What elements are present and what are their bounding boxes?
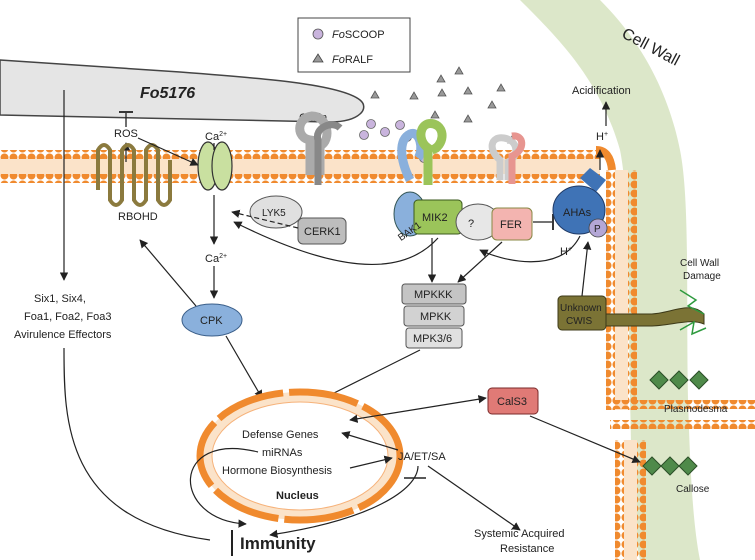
h-top-label: H+ (596, 131, 608, 143)
cpk-label: CPK (200, 315, 223, 327)
sar-line-1: Systemic Acquired (474, 528, 564, 540)
sar-line-2: Resistance (500, 543, 554, 555)
defense-genes-label: Defense Genes (242, 429, 319, 441)
cwis-line-1: Unknown (560, 303, 602, 314)
ja-et-sa-label: JA/ET/SA (398, 451, 446, 463)
rbohd-label: RBOHD (118, 211, 158, 223)
acidification-label: Acidification (572, 85, 631, 97)
unknown-cwis (557, 295, 705, 331)
nucleus-label: Nucleus (276, 490, 319, 502)
immunity-label: Immunity (240, 534, 316, 553)
svg-text:FoRALF: FoRALF (332, 54, 373, 66)
pathogen-hypha (0, 59, 365, 123)
fer-receptor (455, 132, 533, 241)
cals3-box (487, 387, 539, 415)
plasma-membrane (0, 146, 755, 560)
question-label: ? (468, 218, 474, 230)
cell-wall-damage-mark (679, 289, 707, 336)
effectors-line-3: Avirulence Effectors (14, 329, 112, 341)
ahas-label: AHAs (563, 207, 592, 219)
mirnas-label: miRNAs (262, 447, 303, 459)
cpk-enzyme (181, 303, 243, 337)
mik2-to-ca-arrow (233, 221, 439, 266)
phospho-badge (588, 218, 608, 238)
ca-bottom-label: Ca2+ (205, 253, 227, 265)
scoop-legend-icon (312, 28, 324, 40)
cerk1-to-ca-arrow (231, 209, 299, 229)
lyk5-cerk1-receptor (249, 111, 347, 245)
damage-line-1: Cell Wall (680, 258, 719, 269)
effectors-line-2: Foa1, Foa2, Foa3 (24, 311, 111, 323)
mpkk-label: MPKK (420, 311, 452, 323)
lyk5-label: LYK5 (262, 208, 286, 219)
cals3-label: CalS3 (497, 396, 527, 408)
effectors-line-1: Six1, Six4, (34, 293, 86, 305)
ralf-legend-icon (312, 53, 324, 63)
plasmodesma-callose (649, 370, 709, 390)
svg-text:FoSCOOP: FoSCOOP (332, 29, 385, 41)
plasmodesma-label: Plasmodesma (664, 404, 728, 415)
mapk-cascade (401, 283, 467, 349)
damage-line-2: Damage (683, 271, 721, 282)
cerk1-label: CERK1 (304, 226, 341, 238)
bak1-mik2-receptor (393, 119, 463, 237)
mpk36-label: MPK3/6 (413, 333, 452, 345)
pathogen-label: Fo5176 (140, 85, 195, 102)
nucleus (196, 388, 404, 524)
callose-deposit (642, 456, 698, 476)
cwis-line-2: CWIS (566, 316, 592, 327)
mik2-label: MIK2 (422, 212, 448, 224)
rbohd-protein (96, 143, 172, 207)
fer-label: FER (500, 219, 522, 231)
p-label: P (594, 224, 601, 235)
ros-label: ROS (114, 128, 138, 140)
ahas-pump (552, 168, 608, 238)
legend: FoSCOOP FoRALF (297, 17, 411, 73)
mpkkk-label: MPKKK (414, 289, 453, 301)
callose-label: Callose (676, 484, 710, 495)
ca-top-label: Ca2+ (205, 131, 227, 143)
hormone-label: Hormone Biosynthesis (222, 465, 333, 477)
ca-channel (197, 141, 233, 191)
